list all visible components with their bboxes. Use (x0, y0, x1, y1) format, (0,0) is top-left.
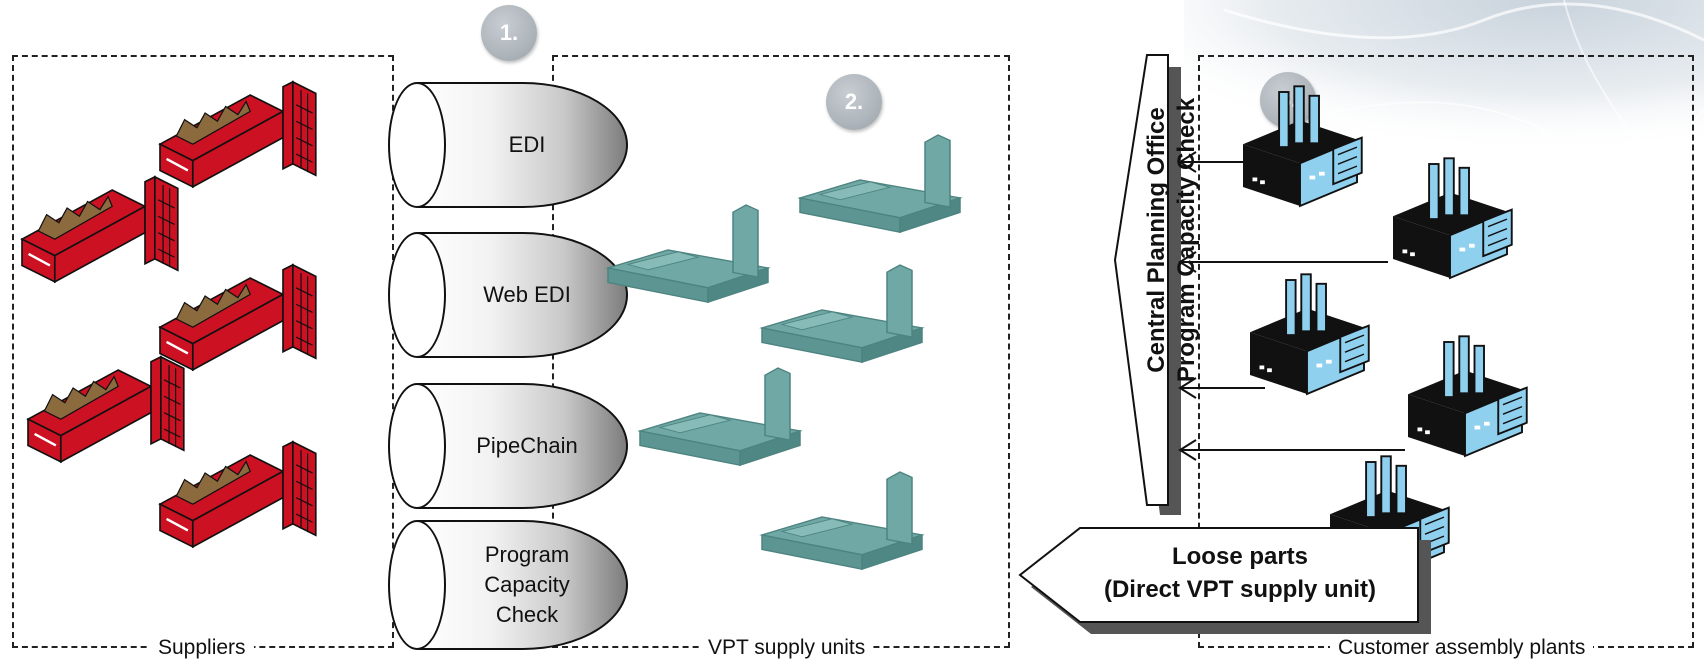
loose-parts-label: Loose parts (Direct VPT supply unit) (1070, 540, 1410, 606)
step-1-badge: 1. (481, 5, 537, 61)
channel-program-capacity-check: Program Capacity Check (388, 520, 628, 650)
channel-web-edi: Web EDI (388, 232, 628, 358)
suppliers-label: Suppliers (150, 636, 254, 660)
loose-parts-line-2: (Direct VPT supply unit) (1103, 576, 1376, 603)
channel-edi-label: EDI (508, 132, 546, 157)
channel-web-edi-label: Web EDI (483, 282, 571, 307)
channel-pipechain-label: PipeChain (476, 433, 578, 458)
channel-edi: EDI (388, 82, 628, 208)
step-2-badge: 2. (826, 74, 882, 130)
channel-pipechain: PipeChain (388, 383, 628, 509)
loose-parts-line-1: Loose parts (1171, 543, 1309, 570)
vpt-supply-units-label: VPT supply units (700, 636, 874, 660)
channel-pcc-label: Program Capacity Check (484, 542, 570, 627)
customer-plants-label: Customer assembly plants (1330, 636, 1594, 660)
